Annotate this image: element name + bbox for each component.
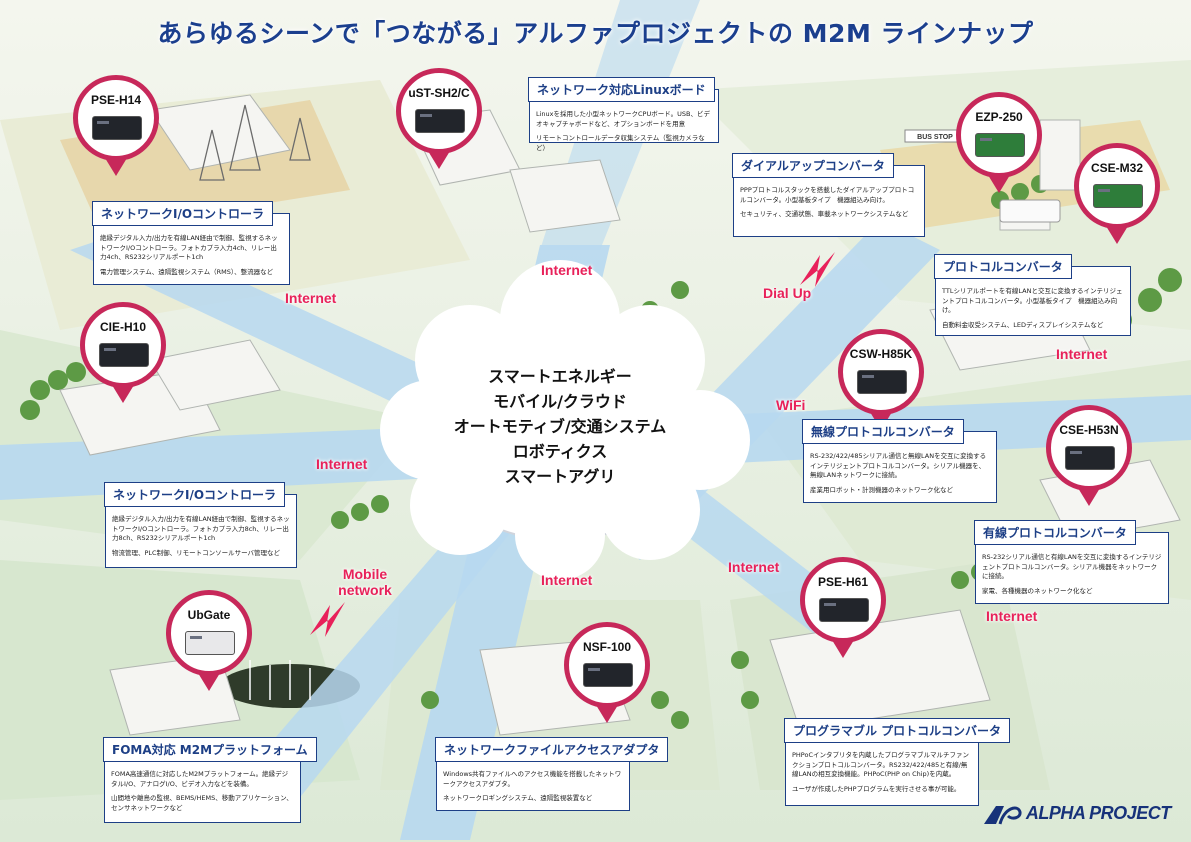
cie-h10-info-box: ネットワークI/Oコントローラ 絶縁デジタル入力/出力を有線LAN経由で制御、監…: [104, 482, 297, 568]
wifi-label: WiFi: [776, 397, 806, 413]
box-description: RS-232/422/485シリアル通信と無線LANを交互に変換するインテリジェ…: [810, 452, 987, 479]
box-description: Linuxを採用した小型ネットワークCPUボード。USB、ビデオキャプチャボード…: [536, 110, 710, 128]
box-description: PHPoCインタプリタを内蔵したプログラマブルマルチファンクションプロトコルコン…: [792, 751, 970, 778]
ezp-250-pin[interactable]: EZP-250: [956, 92, 1042, 193]
box-title: 無線プロトコルコンバータ: [802, 419, 964, 444]
cse-h53n-pin[interactable]: CSE-H53N: [1046, 405, 1132, 506]
box-title: ネットワークI/Oコントローラ: [92, 201, 274, 226]
box-applications: 家電、各種機器のネットワーク化など: [982, 586, 1093, 595]
box-title: ネットワークファイルアクセスアダプタ: [435, 737, 669, 762]
ust-sh2-pin[interactable]: uST-SH2/C: [396, 68, 482, 169]
box-title: ダイアルアップコンバータ: [732, 153, 894, 178]
csw-h85k-info-box: 無線プロトコルコンバータ RS-232/422/485シリアル通信と無線LANを…: [802, 419, 997, 503]
box-description: RS-232シリアル通信と有線LANを交互に変換するインテリジェントプロトコルコ…: [982, 553, 1162, 580]
box-title: 有線プロトコルコンバータ: [974, 520, 1136, 545]
device-icon: [99, 343, 149, 367]
box-description: FOMA高速通信に対応したM2Mプラットフォーム。絶縁デジタルI/O、アナログI…: [111, 770, 289, 788]
product-name: PSE-H61: [817, 575, 869, 589]
page-title: あらゆるシーンで「つながる」アルファプロジェクトの M2M ラインナップ: [157, 19, 1034, 48]
logo-text: ALPHA PROJECT: [1025, 802, 1171, 823]
box-description: PPPプロトコルスタックを搭載したダイアルアッププロトコルコンバータ。小型基板タ…: [740, 186, 915, 204]
device-icon: [1065, 446, 1115, 470]
box-applications: 物流管理、PLC制御、リモートコンソールサーバ管理など: [112, 548, 281, 557]
device-icon: [415, 109, 465, 133]
nsf-100-pin[interactable]: NSF-100: [564, 622, 650, 723]
product-name: PSE-H14: [90, 93, 142, 107]
cse-m32-pin[interactable]: CSE-M32: [1074, 143, 1160, 244]
box-title: プロトコルコンバータ: [934, 254, 1072, 279]
internet-label: Internet: [541, 262, 593, 278]
ubgate-pin[interactable]: UbGate: [166, 590, 252, 691]
cloud-topic: モバイル/クラウド: [493, 392, 627, 411]
device-icon: [819, 598, 869, 622]
company-logo: ALPHA PROJECT: [982, 802, 1171, 826]
product-name: UbGate: [187, 608, 231, 622]
cie-h10-pin[interactable]: CIE-H10: [80, 302, 166, 403]
cloud-topic: ロボティクス: [512, 442, 608, 461]
box-applications: 産業用ロボット・計測機器のネットワーク化など: [810, 485, 953, 494]
product-name: CSW-H85K: [849, 347, 913, 361]
dialup-label: Dial Up: [763, 285, 812, 301]
box-applications: 自動料金収受システム、LEDディスプレイシステムなど: [942, 320, 1104, 329]
box-title: ネットワーク対応Linuxボード: [528, 77, 715, 102]
device-icon: [92, 116, 142, 140]
cse-m32-info-box: プロトコルコンバータ TTLシリアルポートを有線LANと交互に変換するインテリジ…: [934, 254, 1131, 336]
internet-label: Internet: [541, 572, 593, 588]
box-description: 絶縁デジタル入力/出力を有線LAN経由で制御、監視するネットワークI/Oコントロ…: [112, 515, 290, 542]
mobile-network-label: Mobile network: [338, 566, 392, 598]
cse-h53n-info-box: 有線プロトコルコンバータ RS-232シリアル通信と有線LANを交互に変換するイ…: [974, 520, 1169, 604]
ubgate-info-box: FOMA対応 M2Mプラットフォーム FOMA高速通信に対応したM2Mプラットフ…: [103, 737, 317, 823]
alpha-logo-icon: [984, 806, 1022, 825]
box-applications: 山間地や離島の監視、BEMS/HEMS、移動アプリケーション、センサネットワーク…: [111, 794, 293, 812]
bus-stop-sign: BUS STOP: [917, 134, 953, 141]
internet-label: Internet: [728, 559, 780, 575]
product-name: uST-SH2/C: [408, 86, 470, 100]
box-applications: ユーザが作成したPHPプログラムを実行させる事が可能。: [792, 784, 961, 793]
cloud-topic: スマートアグリ: [504, 467, 616, 486]
pse-h61-info-box: プログラマブル プロトコルコンバータ PHPoCインタプリタを内蔵したプログラマ…: [784, 718, 1010, 806]
device-icon: [583, 663, 633, 687]
cloud-topic: オートモティブ/交通システム: [453, 417, 667, 436]
pse-h14-pin[interactable]: PSE-H14: [73, 75, 159, 176]
board-icon: [1093, 184, 1143, 208]
internet-label: Internet: [986, 608, 1038, 624]
internet-label: Internet: [285, 290, 337, 306]
box-description: 絶縁デジタル入力/出力を有線LAN経由で制御、監視するネットワークI/Oコントロ…: [100, 234, 278, 261]
cloud-topics: スマートエネルギー モバイル/クラウド オートモティブ/交通システム ロボティク…: [440, 364, 680, 489]
cloud-topic: スマートエネルギー: [488, 367, 632, 386]
internet-label: Internet: [316, 456, 368, 472]
pse-h14-info-box: ネットワークI/Oコントローラ 絶縁デジタル入力/出力を有線LAN経由で制御、監…: [92, 201, 290, 285]
internet-label: Internet: [1056, 346, 1108, 362]
box-title: FOMA対応 M2Mプラットフォーム: [103, 737, 317, 762]
ezp-250-info-box: ダイアルアップコンバータ PPPプロトコルスタックを搭載したダイアルアッププロト…: [732, 153, 925, 237]
nsf-100-info-box: ネットワークファイルアクセスアダプタ Windows共有ファイルへのアクセス機能…: [435, 737, 669, 811]
box-applications: ネットワークロギングシステム、遠隔監視装置など: [443, 794, 593, 802]
box-applications: セキュリティ、交通状態、車載ネットワークシステムなど: [740, 210, 909, 218]
box-title: プログラマブル プロトコルコンバータ: [784, 718, 1010, 743]
box-description: TTLシリアルポートを有線LANと交互に変換するインテリジェントプロトコルコンバ…: [942, 287, 1123, 314]
pse-h61-pin[interactable]: PSE-H61: [800, 557, 886, 658]
product-name: EZP-250: [975, 110, 1023, 124]
device-icon: [185, 631, 235, 655]
product-name: NSF-100: [582, 640, 632, 654]
ust-sh2-info-box: ネットワーク対応Linuxボード Linuxを採用した小型ネットワークCPUボー…: [528, 77, 719, 152]
box-description: Windows共有ファイルへのアクセス機能を搭載したネットワークアクセスアダプタ…: [443, 770, 622, 788]
box-applications: リモートコントロールデータ収集システム（監視カメラなど）: [536, 134, 705, 152]
box-title: ネットワークI/Oコントローラ: [104, 482, 286, 507]
product-name: CSE-H53N: [1059, 423, 1119, 437]
device-icon: [857, 370, 907, 394]
box-applications: 電力管理システム、遠隔監視システム（RMS）、整流器など: [100, 267, 274, 276]
product-name: CIE-H10: [99, 320, 146, 334]
product-name: CSE-M32: [1090, 161, 1143, 175]
board-icon: [975, 133, 1025, 157]
csw-h85k-pin[interactable]: CSW-H85K: [838, 329, 924, 430]
